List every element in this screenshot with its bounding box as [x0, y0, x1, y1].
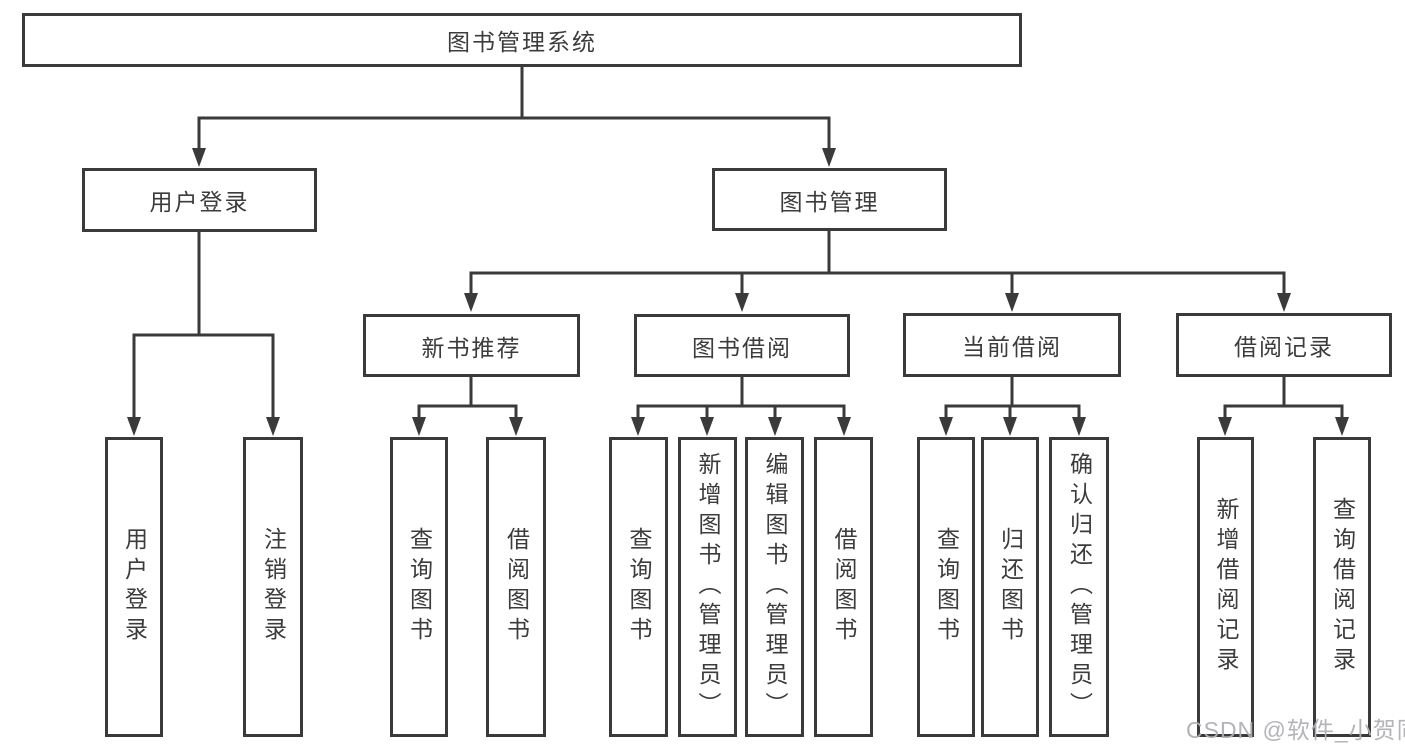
node-user-login: 用户登录	[82, 168, 317, 232]
node-borrowing-records-label: 借阅记录	[1234, 334, 1334, 360]
node-book-borrowing: 图书借阅	[634, 314, 850, 377]
leaf-logout: 注销登录	[243, 437, 303, 737]
leaf-records-add-borrow-record-label: 新增借阅记录	[1213, 497, 1239, 677]
leaf-borrowing-query-books: 查询图书	[609, 437, 668, 737]
node-current-borrowing-label: 当前借阅	[962, 334, 1062, 360]
leaf-borrowing-edit-books-admin-label: 编辑图书（管理员）	[762, 452, 788, 722]
leaf-current-confirm-return-admin: 确认归还（管理员）	[1049, 437, 1109, 737]
node-current-borrowing: 当前借阅	[903, 313, 1121, 377]
leaf-borrowing-query-books-label: 查询图书	[626, 527, 652, 647]
leaf-records-query-borrow-record-label: 查询借阅记录	[1329, 497, 1356, 677]
node-new-book-recommend-label: 新书推荐	[421, 334, 522, 361]
leaf-user-login-label: 用户登录	[121, 527, 148, 647]
node-root: 图书管理系统	[22, 13, 1022, 67]
leaf-recommend-query-books-label: 查询图书	[406, 527, 433, 647]
leaf-borrowing-borrow-books: 借阅图书	[814, 437, 873, 737]
leaf-borrowing-borrow-books-label: 借阅图书	[831, 527, 857, 647]
leaf-current-query-books: 查询图书	[917, 437, 975, 737]
leaf-current-query-books-label: 查询图书	[933, 527, 960, 647]
leaf-logout-label: 注销登录	[260, 527, 287, 647]
leaf-borrowing-edit-books-admin: 编辑图书（管理员）	[745, 437, 804, 737]
leaf-records-query-borrow-record: 查询借阅记录	[1313, 437, 1371, 737]
leaf-borrowing-add-books-admin-label: 新增图书（管理员）	[695, 452, 721, 722]
node-book-management: 图书管理	[712, 168, 947, 231]
leaf-recommend-query-books: 查询图书	[390, 437, 448, 737]
leaf-user-login: 用户登录	[105, 437, 163, 737]
node-user-login-label: 用户登录	[149, 189, 250, 215]
leaf-borrowing-add-books-admin: 新增图书（管理员）	[678, 437, 737, 737]
node-root-label: 图书管理系统	[447, 29, 597, 55]
csdn-watermark: CSDN @软件_小贺同学	[1186, 717, 1405, 743]
node-new-book-recommend: 新书推荐	[363, 314, 580, 377]
leaf-records-add-borrow-record: 新增借阅记录	[1197, 437, 1254, 737]
leaf-recommend-borrow-books: 借阅图书	[486, 437, 546, 737]
leaf-current-return-books-label: 归还图书	[997, 527, 1024, 647]
leaf-recommend-borrow-books-label: 借阅图书	[503, 527, 530, 647]
node-borrowing-records: 借阅记录	[1176, 313, 1392, 377]
node-book-borrowing-label: 图书借阅	[692, 334, 792, 361]
leaf-current-confirm-return-admin-label: 确认归还（管理员）	[1066, 452, 1093, 722]
node-book-management-label: 图书管理	[779, 188, 880, 215]
leaf-current-return-books: 归还图书	[981, 437, 1039, 737]
